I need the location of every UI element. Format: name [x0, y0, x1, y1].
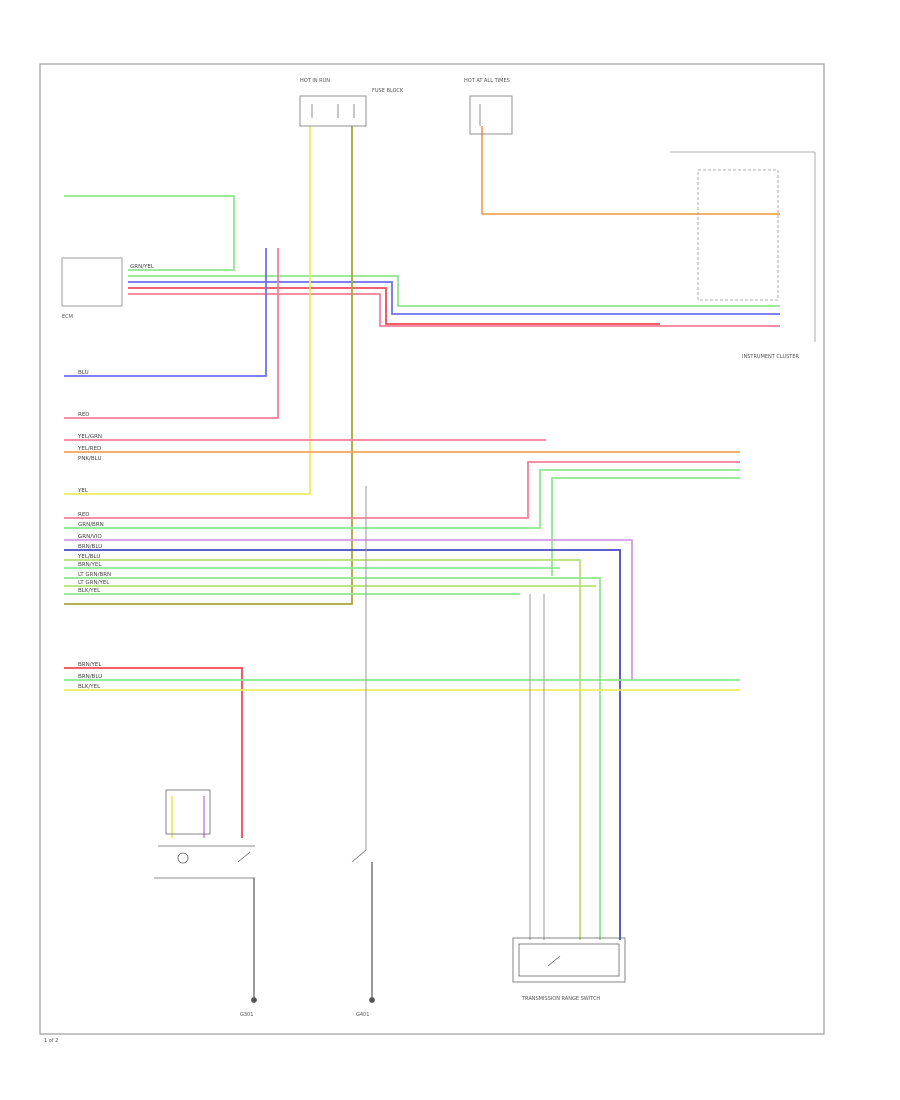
- tcm-label: TRANSMISSION RANGE SWITCH: [521, 996, 600, 1002]
- wire-label: PNK/BLU: [78, 456, 101, 462]
- wire-label: BLK/YEL: [78, 684, 101, 690]
- fuse-block-right-label: HOT AT ALL TIMES: [464, 78, 510, 84]
- wire-label: BLU: [78, 370, 89, 376]
- wire-label: GRN/BRN: [78, 522, 104, 528]
- diagram-frame: [39, 63, 825, 1035]
- ground-left-label: G301: [240, 1012, 253, 1018]
- wire-label: LT GRN/BRN: [78, 572, 111, 578]
- wire-violet-15: [64, 539, 633, 680]
- bottom-switch-left: [154, 789, 255, 879]
- wire-label: YEL/RED: [77, 446, 101, 452]
- wire-orange-9: [481, 126, 780, 215]
- fuse-block-right: [469, 95, 513, 135]
- fuse-block-left-name: FUSE BLOCK: [372, 88, 404, 94]
- wire-label: LT GRN/YEL: [78, 580, 110, 586]
- wire-label: BRN/YEL: [78, 562, 102, 568]
- wire-pink-12: [64, 461, 740, 519]
- ground-mid-label: G401: [356, 1012, 369, 1018]
- wire-green-13: [64, 469, 740, 529]
- wire-red-22: [64, 667, 243, 838]
- wire-green-0: [64, 195, 235, 271]
- instrument-cluster-label: INSTRUMENT CLUSTER: [742, 354, 800, 360]
- wire-lime-17: [64, 559, 581, 940]
- fuse-block-left-label: HOT IN RUN: [300, 78, 330, 84]
- wire-label: RED: [78, 412, 90, 418]
- wire-label: YEL/BLU: [77, 554, 100, 560]
- tcm-box: [512, 937, 626, 983]
- wire-pink-4: [128, 293, 780, 327]
- ground-left: [251, 997, 257, 1003]
- wire-yellow-7: [64, 126, 311, 495]
- wire-label: YEL/GRN: [77, 434, 102, 440]
- ecm-connector-box: [61, 257, 123, 307]
- ground-mid: [369, 997, 375, 1003]
- wire-label: GRN/YEL: [130, 264, 155, 270]
- wire-olive-8: [64, 126, 353, 605]
- wire-green-19: [64, 577, 601, 940]
- wire-label: RED: [78, 512, 90, 518]
- wire-label: GRN/VIO: [78, 534, 102, 540]
- wire-blue-5: [64, 248, 267, 377]
- wire-blue-2: [128, 281, 780, 315]
- wire-green-1: [128, 275, 780, 307]
- wire-label: BRN/BLU: [78, 544, 102, 550]
- page-number: 1 of 2: [44, 1038, 58, 1044]
- ecm-connector-label: ECM: [62, 314, 73, 320]
- wire-label: YEL: [77, 488, 89, 494]
- wire-label: BRN/YEL: [78, 662, 102, 668]
- wires: [64, 126, 780, 998]
- bottom-switch-mid: [351, 849, 367, 863]
- wire-red-3: [128, 287, 660, 325]
- wire-navy-16: [64, 549, 621, 940]
- fuse-block-left: [299, 95, 367, 127]
- left-wire-labels: GRN/YEL BLU RED YEL/GRN YEL/RED PNK/BLU YEL RED…: [77, 264, 155, 690]
- wire-label: BLK/YEL: [78, 588, 101, 594]
- wire-green-14: [551, 477, 740, 576]
- instrument-cluster-box: [670, 151, 816, 342]
- wire-pink-6: [64, 248, 279, 419]
- wire-label: BRN/BLU: [78, 674, 102, 680]
